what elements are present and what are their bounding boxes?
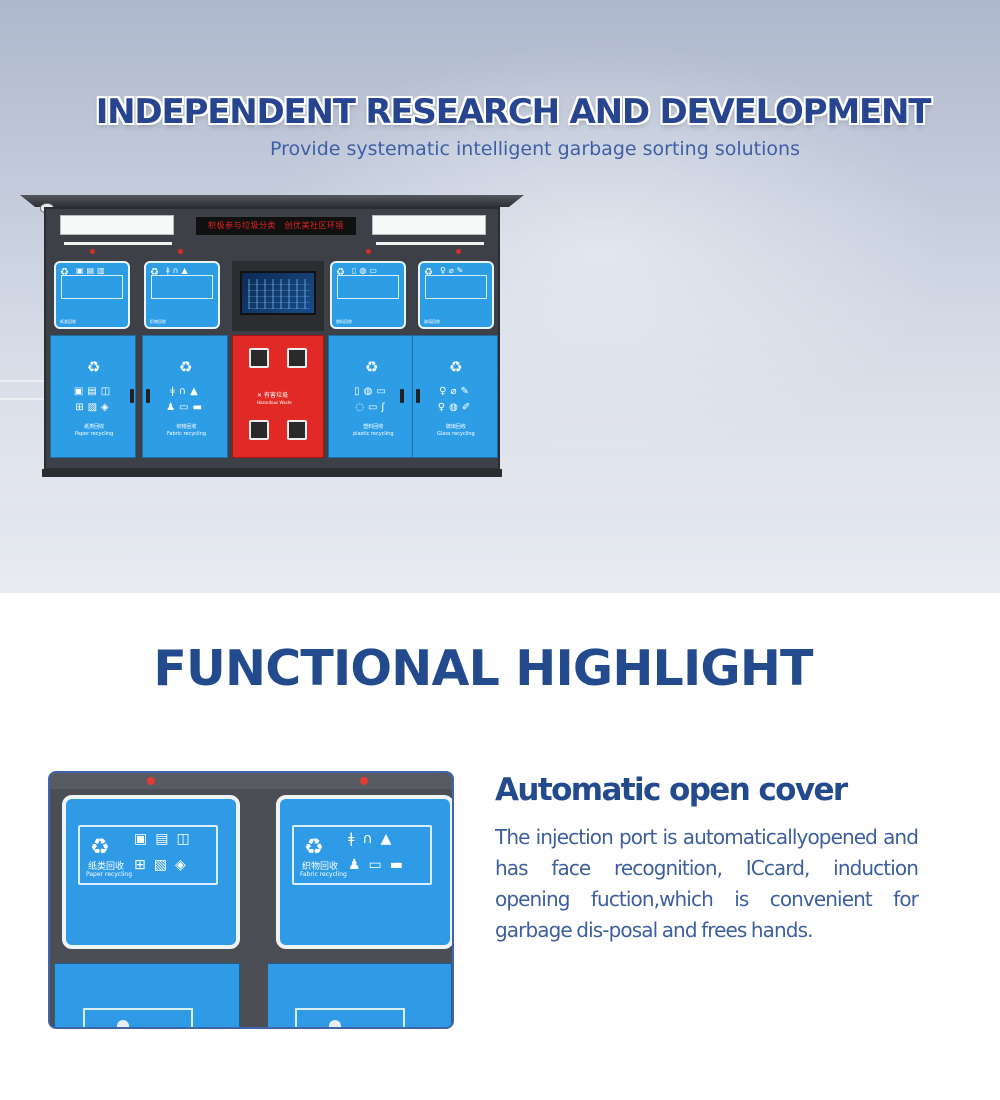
- cover-label: ♻ ▣▤◫ ⊞▧◈ 纸类回收 Paper recycling: [78, 825, 218, 885]
- light-bar: [64, 242, 172, 245]
- door-handle: [400, 389, 404, 403]
- plastic-items-icon: ▯◍▭ ◌▭ʃ: [354, 386, 390, 413]
- door-knob: [117, 1020, 129, 1027]
- bin-cover-paper: ♻ ▣▤▥ 纸类回收: [54, 261, 130, 329]
- fabric-items-icon: ǂ∩▲: [166, 266, 191, 275]
- recycle-icon: ♻: [424, 267, 433, 278]
- status-light: [90, 249, 95, 254]
- sorting-station-image: 积极参与垃圾分类 创优美社区环境 ♻ ▣▤▥ 纸类回收 ♻ ǂ∩▲ 织物回收 ♻: [18, 195, 526, 480]
- door-handle: [130, 389, 134, 403]
- hero-title: INDEPENDENT RESEARCH AND DEVELOPMENT: [95, 92, 932, 132]
- cover-panel-paper: ♻ ▣▤◫ ⊞▧◈ 纸类回收 Paper recycling: [62, 795, 240, 949]
- hero-floor: [0, 470, 1000, 593]
- led-scroll-board: 积极参与垃圾分类 创优美社区环境: [196, 217, 356, 235]
- panel-divider: [250, 955, 268, 1027]
- bin-cover-fabric: ♻ ǂ∩▲ 织物回收: [144, 261, 220, 329]
- light-box: [372, 215, 486, 235]
- glass-items-icon: ♀⌀✎: [440, 266, 467, 275]
- hero-subtitle: Provide systematic intelligent garbage s…: [270, 138, 800, 160]
- paper-items-icon: ▣▤▥: [76, 266, 108, 275]
- feature-description: The injection port is automaticallyopene…: [495, 825, 919, 942]
- recycle-icon: ♻: [365, 358, 379, 376]
- touch-screen: [240, 271, 316, 315]
- touch-screen-panel: [232, 261, 324, 331]
- status-light: [456, 249, 461, 254]
- feature-title: Automatic open cover: [495, 772, 848, 808]
- glass-items-icon: ♀⌀✎ ♀◍✐: [437, 386, 475, 413]
- recycle-icon: ♻: [449, 358, 463, 376]
- door-knob: [329, 1020, 341, 1027]
- fabric-items-icon: ǂ∩▲ ♟▭▬: [166, 386, 206, 413]
- station-base: [42, 469, 502, 477]
- lower-door-fabric: [266, 963, 452, 1027]
- status-light: [178, 249, 183, 254]
- station-roof: [20, 195, 524, 207]
- recycle-icon: ♻: [150, 267, 159, 278]
- photo-top-bar: [50, 773, 452, 789]
- light-bar: [376, 242, 484, 245]
- fabric-items-icon: ♟▭▬: [348, 857, 412, 873]
- lower-door-paper: [54, 963, 240, 1027]
- cover-label: ♻ ǂ∩▲ ♟▭▬ 织物回收 Fabric recycling: [292, 825, 432, 885]
- paper-items-icon: ▣▤◫: [134, 831, 198, 847]
- plastic-items-icon: ▯◍▭: [352, 266, 380, 275]
- section-title: FUNCTIONAL HIGHLIGHT: [153, 640, 813, 697]
- hazard-slot: [249, 348, 269, 368]
- hero-banner: INDEPENDENT RESEARCH AND DEVELOPMENT Pro…: [0, 0, 1000, 593]
- recycle-icon: ♻: [304, 835, 324, 860]
- recycle-icon: ♻: [179, 358, 193, 376]
- door-handle: [416, 389, 420, 403]
- wall-line: [0, 380, 70, 382]
- status-light: [360, 777, 368, 785]
- paper-items-icon: ▣▤◫ ⊞▧◈: [73, 386, 115, 413]
- feature-photo: ♻ ▣▤◫ ⊞▧◈ 纸类回收 Paper recycling ♻ ǂ∩▲ ♟▭▬…: [48, 771, 454, 1029]
- recycle-icon: ♻: [336, 267, 345, 278]
- hazard-slot: [249, 420, 269, 440]
- recycle-icon: ♻: [60, 267, 69, 278]
- hazard-slot: [287, 348, 307, 368]
- status-light: [147, 777, 155, 785]
- paper-items-icon: ⊞▧◈: [134, 857, 194, 873]
- station-body: 积极参与垃圾分类 创优美社区环境 ♻ ▣▤▥ 纸类回收 ♻ ǂ∩▲ 织物回收 ♻: [44, 207, 500, 470]
- recycle-icon: ♻: [90, 835, 110, 860]
- bin-cover-glass: ♻ ♀⌀✎ 玻璃回收: [418, 261, 494, 329]
- fabric-items-icon: ǂ∩▲: [348, 831, 400, 847]
- status-light: [366, 249, 371, 254]
- wall-line: [0, 398, 70, 400]
- cover-panel-fabric: ♻ ǂ∩▲ ♟▭▬ 织物回收 Fabric recycling: [276, 795, 452, 949]
- light-box: [60, 215, 174, 235]
- door-handle: [146, 389, 150, 403]
- bin-cover-plastic: ♻ ▯◍▭ 塑料回收: [330, 261, 406, 329]
- hazard-slot: [287, 420, 307, 440]
- recycle-icon: ♻: [87, 358, 101, 376]
